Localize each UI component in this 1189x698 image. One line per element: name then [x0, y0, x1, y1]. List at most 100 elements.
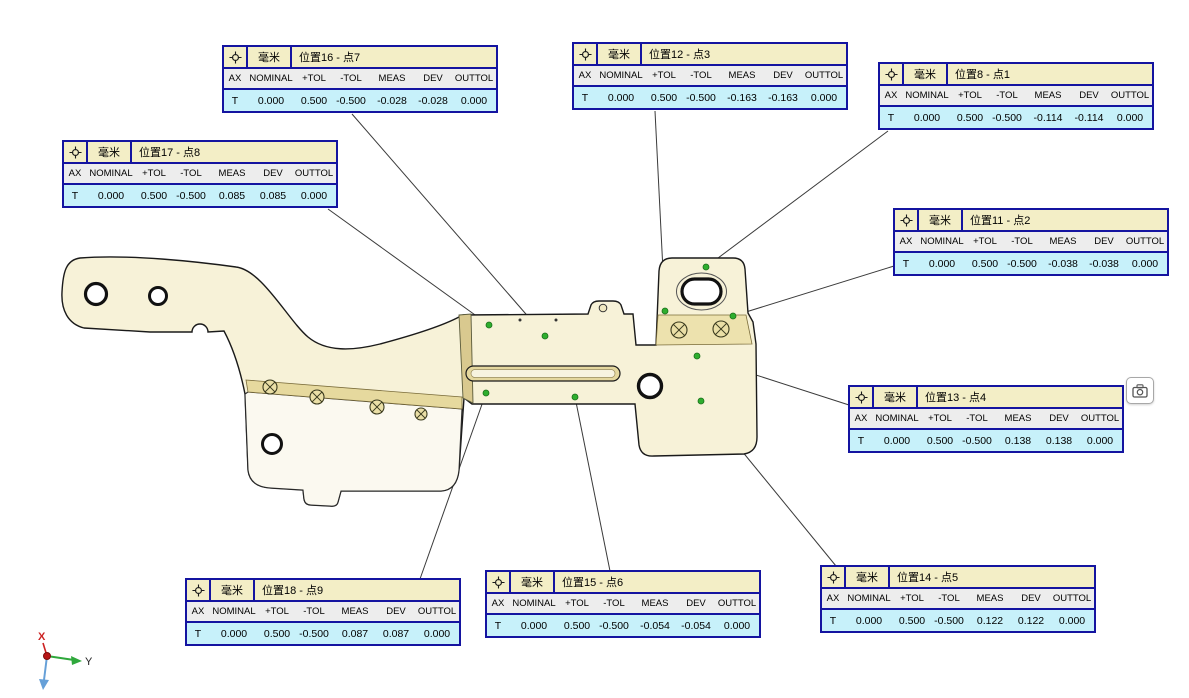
- col-dev: DEV: [423, 73, 443, 84]
- col-nominal: NOMINAL: [212, 606, 256, 617]
- col-ntol: -TOL: [938, 593, 960, 604]
- label-header: 毫米 位置12 - 点3: [574, 44, 846, 66]
- probe-dot: [518, 318, 522, 322]
- label-header: 毫米 位置18 - 点9: [187, 580, 459, 602]
- col-ax: AX: [191, 606, 205, 617]
- val-meas: -0.028: [377, 94, 407, 107]
- col-ntol: -TOL: [340, 73, 362, 84]
- measurement-point-8: [485, 321, 493, 329]
- dimension-title: 位置17 - 点8: [139, 147, 201, 159]
- col-nominal: NOMINAL: [875, 413, 919, 424]
- col-meas: MEAS: [641, 598, 669, 609]
- col-ptol: +TOL: [565, 598, 589, 609]
- label-header: 毫米 位置13 - 点4: [850, 387, 1122, 409]
- val-outtol: 0.000: [460, 94, 488, 107]
- val-ax: T: [71, 189, 79, 202]
- part-fold-band: [245, 379, 463, 410]
- position-dimension-icon: [224, 47, 248, 67]
- part-right-band: [655, 314, 753, 346]
- val-nominal: 0.000: [257, 94, 285, 107]
- axis-y-arrow: [71, 656, 82, 665]
- val-meas: -0.038: [1048, 257, 1078, 270]
- val-nominal: 0.000: [928, 257, 956, 270]
- col-nominal: NOMINAL: [847, 593, 891, 604]
- unit-label: 毫米: [919, 210, 963, 230]
- axis-z-arrow: [39, 679, 49, 690]
- unit-label: 毫米: [904, 64, 948, 84]
- val-outtol: 0.000: [723, 619, 751, 632]
- val-outtol: 0.000: [423, 627, 451, 640]
- col-outtol: OUTTOL: [1052, 593, 1092, 604]
- col-ax: AX: [884, 90, 898, 101]
- val-dev: -0.163: [768, 91, 798, 104]
- col-ax: AX: [854, 413, 868, 424]
- val-nominal: 0.000: [607, 91, 635, 104]
- quick-view-button[interactable]: [1126, 377, 1154, 404]
- val-ax: T: [231, 94, 239, 107]
- val-ntol: -0.500: [1007, 257, 1037, 270]
- col-ptol: +TOL: [302, 73, 326, 84]
- axis-y-label: Y: [85, 656, 93, 668]
- val-ntol: -0.500: [992, 111, 1022, 124]
- col-outtol: OUTTOL: [417, 606, 457, 617]
- val-meas: 0.122: [976, 614, 1004, 627]
- col-dev: DEV: [263, 168, 283, 179]
- part-ridge: [458, 313, 474, 404]
- unit-label: 毫米: [598, 44, 642, 64]
- col-ptol: +TOL: [142, 168, 166, 179]
- measurement-point-5: [697, 397, 705, 405]
- label-header: 毫米 位置8 - 点1: [880, 64, 1152, 86]
- val-ptol: 0.500: [898, 614, 926, 627]
- col-ax: AX: [578, 70, 592, 81]
- col-ptol: +TOL: [900, 593, 924, 604]
- val-outtol: 0.000: [1131, 257, 1159, 270]
- coordinate-triad: X Y: [38, 631, 93, 690]
- val-ax: T: [194, 627, 202, 640]
- col-meas: MEAS: [1049, 236, 1077, 247]
- measurement-point-4: [693, 352, 701, 360]
- val-ax: T: [857, 434, 865, 447]
- val-dev: 0.087: [382, 627, 410, 640]
- val-ptol: 0.500: [956, 111, 984, 124]
- hole: [83, 281, 109, 307]
- col-ptol: +TOL: [265, 606, 289, 617]
- col-dev: DEV: [1021, 593, 1041, 604]
- val-ntol: -0.500: [336, 94, 366, 107]
- unit-label: 毫米: [846, 567, 890, 587]
- col-outtol: OUTTOL: [804, 70, 844, 81]
- val-outtol: 0.000: [300, 189, 328, 202]
- position-dimension-icon: [487, 572, 511, 592]
- hole: [636, 372, 664, 400]
- val-dev: 0.085: [259, 189, 287, 202]
- col-dev: DEV: [1079, 90, 1099, 101]
- col-meas: MEAS: [1034, 90, 1062, 101]
- col-ntol: -TOL: [1011, 236, 1033, 247]
- val-ax: T: [581, 91, 589, 104]
- label-header: 毫米 位置15 - 点6: [487, 572, 759, 594]
- val-nominal: 0.000: [913, 111, 941, 124]
- slot-hole-inner: [470, 369, 616, 378]
- col-ptol: +TOL: [652, 70, 676, 81]
- unit-label: 毫米: [211, 580, 255, 600]
